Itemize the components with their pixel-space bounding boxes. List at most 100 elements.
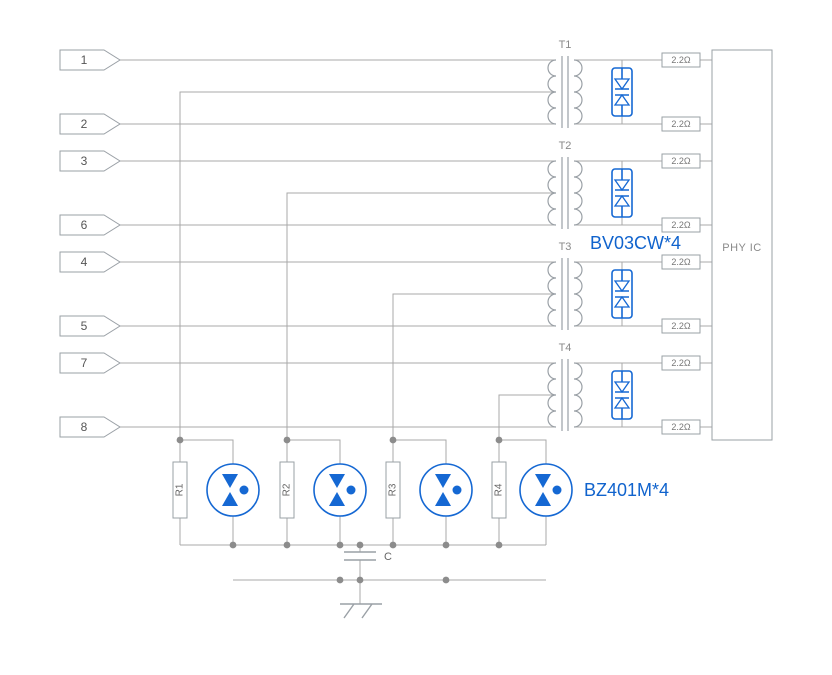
pin-connector-8: 8 (59, 416, 121, 438)
termination-resistor-r2: R2 (279, 461, 295, 519)
transformer-label: T3 (559, 241, 572, 253)
tvs-array-1 (611, 60, 633, 124)
tvs-array-4 (611, 363, 633, 427)
capacitor-label: C (384, 551, 392, 563)
pin-connector-shape (59, 49, 121, 71)
ground-symbol (340, 603, 382, 619)
arrester-triangle-down (435, 474, 451, 488)
resistor-value: 2.2Ω (671, 321, 691, 331)
series-resistor-3b: 2.2Ω (661, 318, 701, 334)
tvs-array-3 (611, 262, 633, 326)
pin-label: 5 (81, 319, 88, 333)
pin-connector-shape (59, 113, 121, 135)
center-tap-wire-t2 (286, 192, 556, 545)
tvs-diode-down (613, 381, 631, 394)
arrester-dot (239, 485, 249, 495)
resistor-label: R2 (282, 483, 293, 496)
junction-dot (336, 541, 344, 549)
junction-dot (495, 436, 503, 444)
tvs-diode-up (613, 396, 631, 409)
center-tap-wire-t1 (179, 91, 556, 545)
pin-connector-1: 1 (59, 49, 121, 71)
transformer-label: T2 (559, 140, 572, 152)
arrester-branch-4 (499, 439, 547, 545)
transformer-t2: T2 (547, 140, 583, 229)
transformer-core (561, 359, 569, 431)
pin-label: 2 (81, 117, 88, 131)
resistor-body (661, 153, 701, 169)
tvs-diode-down (613, 179, 631, 192)
pin-label: 4 (81, 255, 88, 269)
primary-coil (547, 362, 557, 428)
primary-coil (547, 160, 557, 226)
resistor-body (661, 116, 701, 132)
surge-arrester-3 (419, 463, 473, 517)
arrester-branch-3 (393, 439, 447, 545)
resistor-body (661, 318, 701, 334)
secondary-wires-t4 (574, 362, 712, 428)
resistor-body (491, 461, 507, 519)
resistor-body (661, 419, 701, 435)
transformer-label: T4 (559, 342, 572, 354)
arrester-dot (452, 485, 462, 495)
termination-resistor-r3: R3 (385, 461, 401, 519)
junction-dot (389, 541, 397, 549)
tvs-diode-up (613, 295, 631, 308)
termination-resistor-r1: R1 (172, 461, 188, 519)
junction-dot (442, 541, 450, 549)
arrester-triangle-down (535, 474, 551, 488)
resistor-value: 2.2Ω (671, 119, 691, 129)
pin-connector-5: 5 (59, 315, 121, 337)
series-resistor-1a: 2.2Ω (661, 52, 701, 68)
junction-dot (336, 576, 344, 584)
phy-ic-label: PHY IC (722, 242, 761, 254)
arrester-triangle-down (329, 474, 345, 488)
pin-connector-6: 6 (59, 214, 121, 236)
tvs-diode-up (613, 93, 631, 106)
secondary-wires-t1 (574, 59, 712, 125)
arrester-triangle-up (329, 492, 345, 506)
primary-coil (547, 261, 557, 327)
phy-ic-block: PHY IC (711, 49, 773, 441)
secondary-wires-t2 (574, 160, 712, 226)
arrester-branch-2 (287, 439, 341, 545)
pin-connector-shape (59, 150, 121, 172)
pin-label: 3 (81, 154, 88, 168)
series-resistor-1b: 2.2Ω (661, 116, 701, 132)
center-tap-wires (179, 91, 556, 545)
resistor-body (279, 461, 295, 519)
pin-connector-7: 7 (59, 352, 121, 374)
pin-label: 8 (81, 420, 88, 434)
secondary-coil (573, 59, 583, 125)
resistor-value: 2.2Ω (671, 358, 691, 368)
arrester-triangle-up (222, 492, 238, 506)
phy-ic-body (711, 49, 773, 441)
arrester-dot (552, 485, 562, 495)
arrester-triangle-down (222, 474, 238, 488)
transformer-label: T1 (559, 39, 572, 51)
resistor-value: 2.2Ω (671, 422, 691, 432)
tvs-array-part-label: BV03CW*4 (590, 233, 681, 253)
transformer-t3: T3 (547, 241, 583, 330)
pin-connector-3: 3 (59, 150, 121, 172)
transformer-t1: T1 (547, 39, 583, 128)
pin-label: 1 (81, 53, 88, 67)
resistor-label: R4 (494, 483, 505, 496)
resistor-label: R1 (175, 483, 186, 496)
resistor-body (661, 217, 701, 233)
primary-coil (547, 59, 557, 125)
surge-arrester-1 (206, 463, 260, 517)
capacitor-plates (344, 551, 376, 561)
pin-label: 7 (81, 356, 88, 370)
part-labels: BV03CW*4 BZ401M*4 (584, 233, 681, 500)
resistor-body (385, 461, 401, 519)
tvs-diode-down (613, 280, 631, 293)
pin-wires (120, 59, 556, 428)
resistor-body (661, 254, 701, 270)
resistor-value: 2.2Ω (671, 55, 691, 65)
junction-dots (176, 436, 503, 584)
secondary-wires-t3 (574, 261, 712, 327)
junction-dot (229, 541, 237, 549)
